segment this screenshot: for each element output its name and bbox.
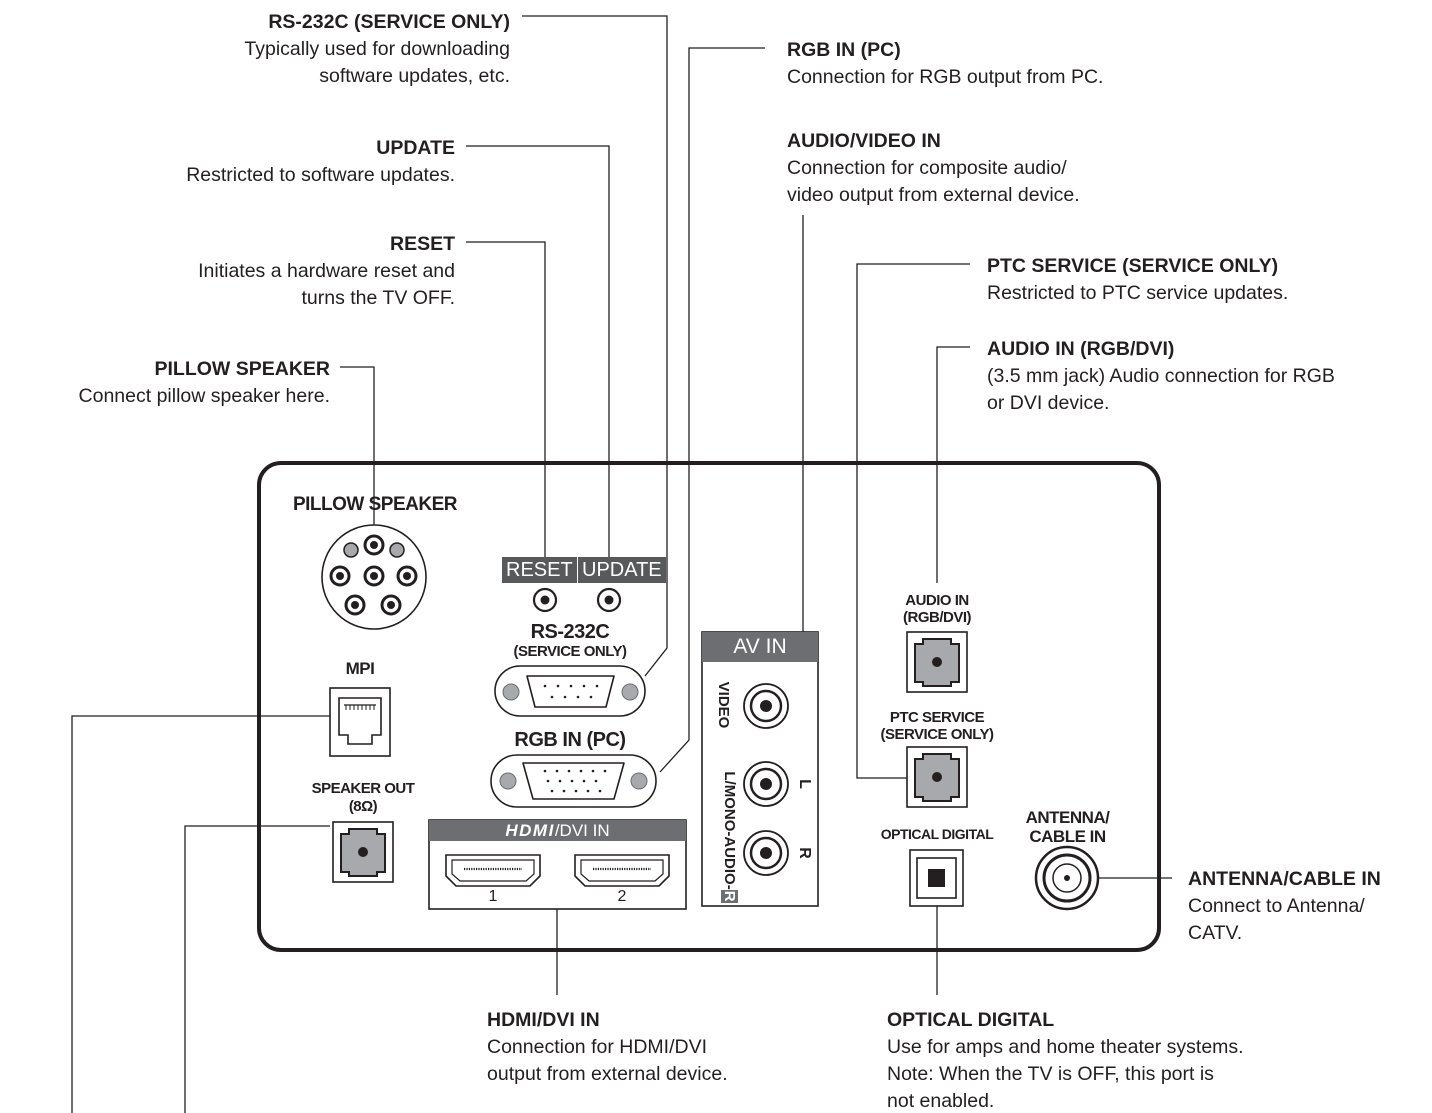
- panel-label-rgb-in: RGB IN (PC): [514, 729, 626, 751]
- leader-update: [466, 145, 610, 583]
- callout-hdmi-desc2: output from external device.: [487, 1063, 728, 1085]
- callout-optical-desc2: Note: When the TV is OFF, this port is: [887, 1063, 1214, 1085]
- optical-digital-port: [909, 849, 964, 907]
- callout-audio-in-desc2: or DVI device.: [987, 392, 1110, 414]
- leader-rgb-in: [659, 47, 765, 773]
- leader-pillow: [340, 366, 375, 530]
- callout-rgb-in-desc1: Connection for RGB output from PC.: [787, 66, 1104, 88]
- callout-update-title: UPDATE: [376, 137, 455, 159]
- leader-mpi: [71, 715, 330, 1113]
- callout-antenna-desc1: Connect to Antenna/: [1188, 895, 1365, 917]
- av-audio-label-group: L/MONO-AUDIO-R: [719, 752, 739, 922]
- callout-antenna-title: ANTENNA/CABLE IN: [1188, 868, 1381, 890]
- hdmi-port-1-label: 1: [488, 888, 498, 905]
- callout-update-desc1: Restricted to software updates.: [186, 164, 455, 186]
- callout-rs232c: RS-232C (SERVICE ONLY) Typically used fo…: [120, 9, 510, 90]
- panel-label-ptc-service: PTC SERVICE: [889, 709, 985, 726]
- av-in-header: AV IN: [733, 635, 787, 658]
- callout-rs232c-desc2: software updates, etc.: [319, 65, 510, 87]
- callout-rs232c-desc1: Typically used for downloading: [244, 38, 510, 60]
- antenna-connector: [1034, 845, 1100, 911]
- speaker-out-port: [332, 821, 394, 883]
- callout-antenna: ANTENNA/CABLE IN Connect to Antenna/ CAT…: [1188, 866, 1428, 947]
- callout-hdmi-desc1: Connection for HDMI/DVI: [487, 1036, 707, 1058]
- callout-av-in-title: AUDIO/VIDEO IN: [787, 130, 941, 152]
- callout-optical-desc1: Use for amps and home theater systems.: [887, 1036, 1244, 1058]
- callout-av-in-desc2: video output from external device.: [787, 184, 1080, 206]
- callout-hdmi: HDMI/DVI IN Connection for HDMI/DVI outp…: [487, 1007, 817, 1088]
- callout-audio-in-title: AUDIO IN (RGB/DVI): [987, 338, 1175, 360]
- av-r-label: R: [796, 847, 813, 859]
- panel-outline: [257, 461, 1161, 952]
- panel-label-ptc-service-sub: (SERVICE ONLY): [880, 726, 994, 743]
- callout-reset: RESET Initiates a hardware reset and tur…: [100, 231, 455, 312]
- panel-label-rs232c-sub: (SERVICE ONLY): [513, 643, 627, 660]
- rs232c-port: [494, 665, 646, 717]
- leader-rs232c: [522, 15, 668, 677]
- leader-reset: [466, 241, 546, 583]
- av-video-label: VIDEO: [715, 681, 732, 729]
- video-rca-jack: [743, 683, 789, 729]
- callout-reset-desc1: Initiates a hardware reset and: [198, 260, 455, 282]
- callout-reset-desc2: turns the TV OFF.: [301, 287, 455, 309]
- pillow-speaker-connector: [321, 524, 427, 630]
- hdmi-logo: HDMI: [505, 821, 555, 840]
- av-l-label: L: [796, 779, 813, 789]
- callout-ptc-desc1: Restricted to PTC service updates.: [987, 282, 1289, 304]
- callout-optical-title: OPTICAL DIGITAL: [887, 1009, 1055, 1031]
- callout-audio-in-desc1: (3.5 mm jack) Audio connection for RGB: [987, 365, 1335, 387]
- ptc-service-port: [906, 746, 968, 808]
- av-in-section: [701, 631, 819, 907]
- callout-av-in-desc1: Connection for composite audio/: [787, 157, 1067, 179]
- audio-r-rca-jack: [743, 830, 789, 876]
- callout-reset-title: RESET: [389, 233, 455, 255]
- callout-hdmi-title: HDMI/DVI IN: [487, 1009, 600, 1031]
- audio-in-port: [906, 631, 968, 693]
- callout-update: UPDATE Restricted to software updates.: [100, 135, 455, 189]
- callout-optical-desc3: not enabled.: [887, 1090, 995, 1112]
- callout-ptc-title: PTC SERVICE (SERVICE ONLY): [987, 255, 1279, 277]
- panel-label-update: UPDATE: [578, 557, 666, 583]
- callout-pillow-desc1: Connect pillow speaker here.: [78, 385, 330, 407]
- av-r-tag: R: [721, 889, 738, 903]
- update-button-hole: [596, 587, 622, 613]
- reset-button-hole: [532, 587, 558, 613]
- callout-pillow-title: PILLOW SPEAKER: [154, 358, 330, 380]
- panel-label-reset: RESET: [502, 557, 577, 583]
- panel-label-rs232c: RS-232C: [530, 621, 610, 643]
- callout-optical: OPTICAL DIGITAL Use for amps and home th…: [887, 1007, 1327, 1113]
- callout-pillow-speaker: PILLOW SPEAKER Connect pillow speaker he…: [0, 356, 330, 410]
- hdmi-port-2-label: 2: [617, 888, 627, 905]
- panel-label-mpi: MPI: [345, 659, 375, 678]
- callout-av-in: AUDIO/VIDEO IN Connection for composite …: [787, 128, 1347, 209]
- av-l-mono-audio-label: L/MONO-AUDIO-: [721, 771, 738, 890]
- callout-antenna-desc2: CATV.: [1188, 922, 1243, 944]
- callout-rgb-in: RGB IN (PC) Connection for RGB output fr…: [787, 37, 1347, 91]
- hdmi-header: HDMI/DVI IN: [429, 820, 686, 841]
- leader-ptc: [856, 263, 970, 779]
- panel-label-speaker-out-sub: (8Ω): [348, 798, 378, 815]
- panel-label-audio-in: AUDIO IN: [905, 592, 969, 609]
- panel-label-antenna: ANTENNA/: [1025, 808, 1110, 827]
- callout-rgb-in-title: RGB IN (PC): [787, 39, 901, 61]
- callout-audio-in: AUDIO IN (RGB/DVI) (3.5 mm jack) Audio c…: [987, 336, 1427, 417]
- rgb-in-port: [490, 754, 657, 808]
- audio-l-rca-jack: [743, 761, 789, 807]
- leader-audio-in: [936, 346, 970, 583]
- panel-label-optical-digital: OPTICAL DIGITAL: [880, 826, 994, 842]
- mpi-port: [329, 687, 391, 757]
- hdmi-suffix: /DVI IN: [554, 821, 610, 840]
- panel-label-speaker-out: SPEAKER OUT: [311, 780, 415, 797]
- panel-label-audio-in-sub: (RGB/DVI): [903, 609, 972, 626]
- leader-speaker-out: [184, 825, 330, 1113]
- hdmi-section: [428, 819, 687, 910]
- panel-label-cable-in: CABLE IN: [1029, 827, 1106, 846]
- callout-ptc-service: PTC SERVICE (SERVICE ONLY) Restricted to…: [987, 253, 1417, 307]
- panel-label-pillow-speaker: PILLOW SPEAKER: [292, 494, 458, 515]
- callout-rs232c-title: RS-232C (SERVICE ONLY): [268, 11, 510, 33]
